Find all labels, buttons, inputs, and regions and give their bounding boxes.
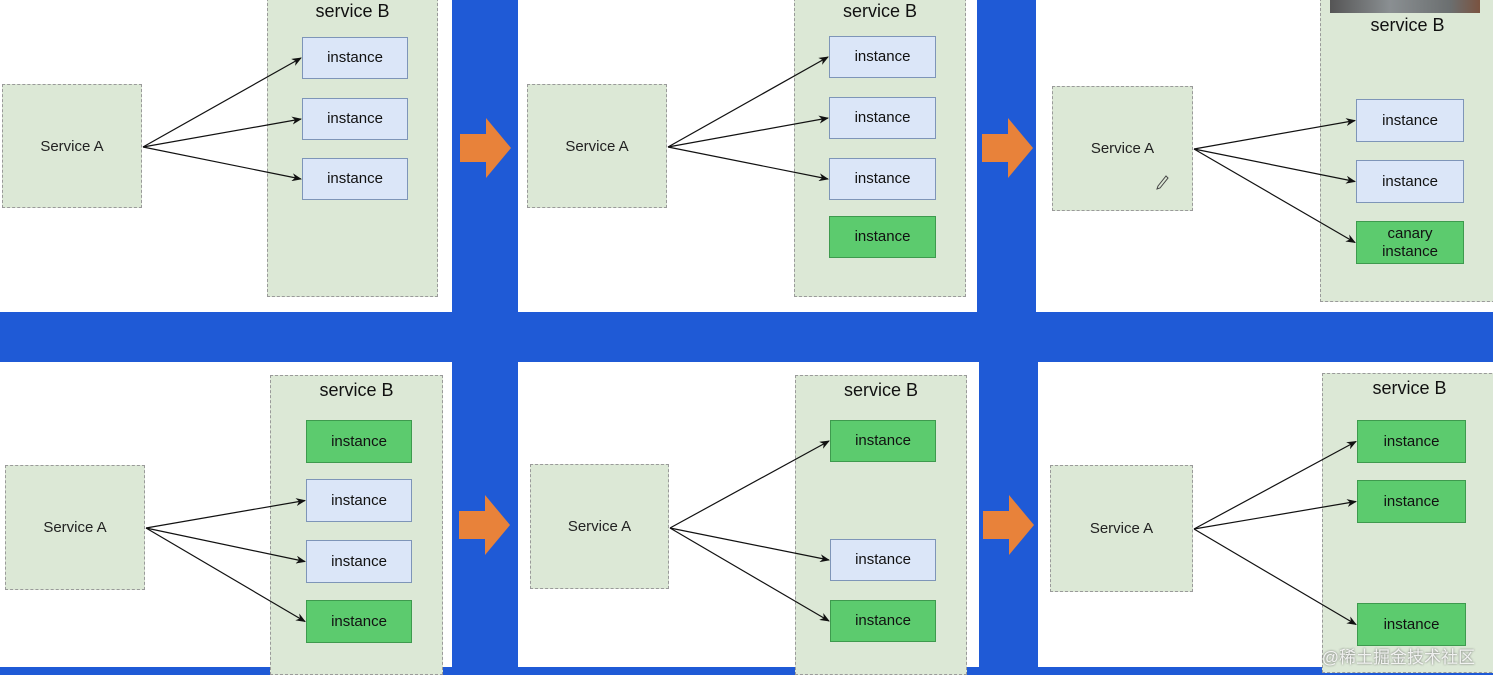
instance-box: instance — [829, 158, 936, 200]
canary-instance-box: canary instance — [1356, 221, 1464, 264]
next-step-arrow-icon — [460, 118, 511, 178]
instance-box: instance — [306, 600, 412, 643]
watermark: @稀土掘金技术社区 — [1321, 648, 1475, 667]
service-a-box: Service A — [530, 464, 669, 589]
instance-box: instance — [829, 36, 936, 78]
service-b-title: service B — [1372, 378, 1447, 398]
instance-box: instance — [830, 420, 936, 462]
service-a-box: Service A — [1052, 86, 1193, 211]
instance-box: instance — [302, 158, 408, 200]
service-b-title: service B — [842, 1, 918, 21]
instance-box: instance — [302, 37, 408, 79]
instance-box: instance — [1357, 480, 1466, 523]
instance-box: instance — [1357, 603, 1466, 646]
service-b-title: service B — [319, 380, 394, 400]
service-b-title: service B — [843, 380, 919, 400]
instance-box: instance — [1356, 160, 1464, 203]
service-a-box: Service A — [5, 465, 145, 590]
service-a-box: Service A — [2, 84, 142, 208]
service-a-box: Service A — [1050, 465, 1193, 592]
service-a-box: Service A — [527, 84, 667, 208]
webcam-overlay — [1330, 0, 1480, 13]
instance-box: instance — [830, 539, 936, 581]
instance-box: instance — [306, 540, 412, 583]
instance-box: instance — [1357, 420, 1466, 463]
instance-box: instance — [1356, 99, 1464, 142]
next-step-arrow-icon — [982, 118, 1033, 178]
instance-box: instance — [829, 216, 936, 258]
instance-box: instance — [829, 97, 936, 139]
service-b-title: service B — [1370, 15, 1445, 35]
instance-box: instance — [306, 420, 412, 463]
next-step-arrow-icon — [983, 495, 1034, 555]
instance-box: instance — [830, 600, 936, 642]
next-step-arrow-icon — [459, 495, 510, 555]
instance-box: instance — [302, 98, 408, 140]
service-b-title: service B — [315, 1, 390, 21]
instance-box: instance — [306, 479, 412, 522]
